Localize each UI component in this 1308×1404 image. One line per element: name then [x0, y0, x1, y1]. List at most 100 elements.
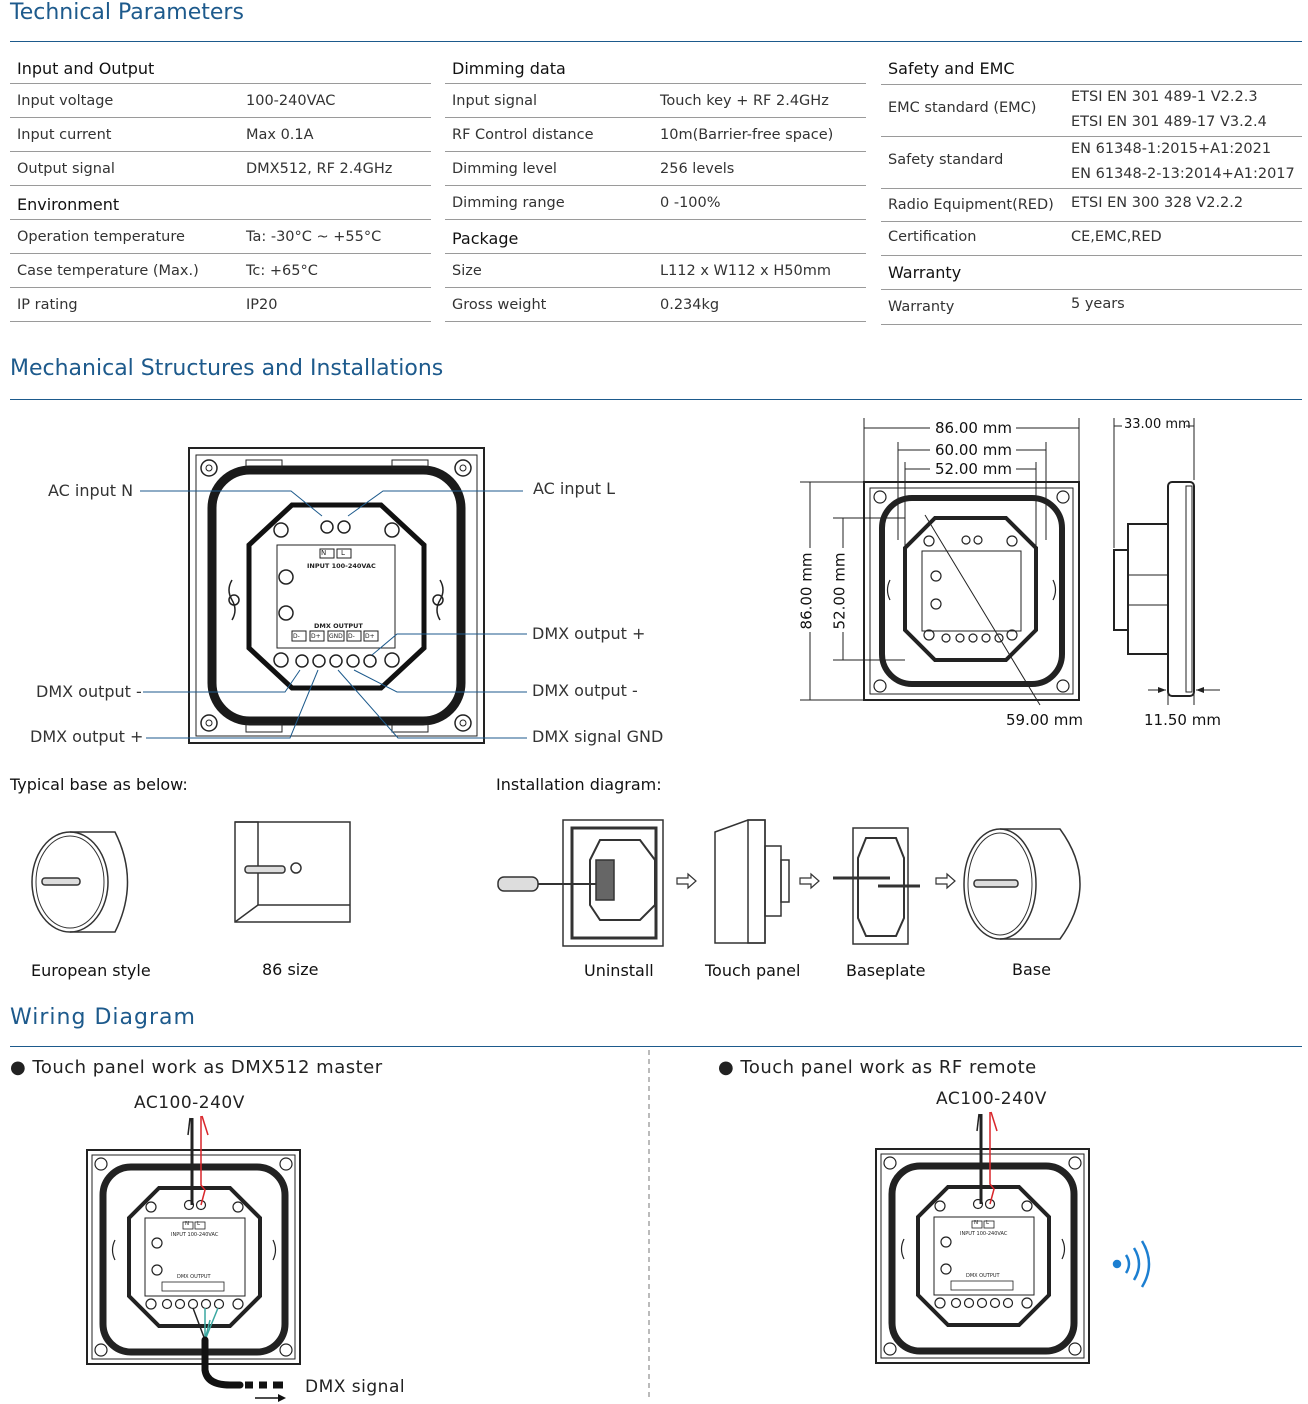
table-key: Input signal — [452, 93, 538, 109]
wiring-input-print: INPUT 100-240VAC — [960, 1231, 1008, 1237]
dmx-term-label: D- — [293, 633, 300, 640]
table-head-row: Input and Output — [10, 50, 431, 84]
table-row: Warranty 5 years — [881, 290, 1302, 325]
table-key: Radio Equipment(RED) — [888, 197, 1054, 213]
dmx-term-label: D+ — [365, 633, 375, 640]
table-head-label: Input and Output — [17, 59, 155, 78]
rf-signal-icon — [1112, 1240, 1151, 1288]
dimension-front-view — [863, 481, 1080, 701]
table-key: Case temperature (Max.) — [17, 263, 199, 279]
table-row: Certification CE,EMC,RED — [881, 222, 1302, 256]
table-key: Size — [452, 263, 482, 279]
table-key: Certification — [888, 229, 977, 245]
label-dmx-output-minus-left: DMX output - — [36, 682, 142, 701]
table-value: 10m(Barrier-free space) — [660, 127, 834, 143]
wiring-dmx-output-print: DMX OUTPUT — [966, 1273, 1000, 1279]
wiring-rf-title: ● Touch panel work as RF remote — [718, 1057, 1037, 1078]
dmx-term-label: D- — [348, 633, 355, 640]
install-diagram-caption: Installation diagram: — [496, 775, 662, 794]
dim-width-52: 52.00 mm — [935, 460, 1012, 478]
table-value: 0 -100% — [660, 195, 721, 211]
table-value: 100-240VAC — [246, 93, 336, 109]
table-key: EMC standard (EMC) — [888, 100, 1037, 116]
wiring-master-title: ● Touch panel work as DMX512 master — [10, 1057, 383, 1078]
table-value: Ta: -30°C ~ +55°C — [246, 229, 382, 245]
table-key: Safety standard — [888, 152, 1004, 168]
table-row: Gross weight 0.234kg — [445, 288, 866, 322]
table-key: Warranty — [888, 299, 955, 315]
dim-diagonal-59: 59.00 mm — [1006, 711, 1083, 729]
table-row: IP rating IP20 — [10, 288, 431, 322]
input-voltage-print: INPUT 100-240VAC — [307, 562, 376, 570]
table-head-row: Warranty — [881, 256, 1302, 290]
table-value: EN 61348-2-13:2014+A1:2017 — [1071, 166, 1295, 182]
wiring-terminal-n: N — [185, 1221, 190, 1227]
dmx-output-print: DMX OUTPUT — [314, 622, 363, 630]
table-head-label: Safety and EMC — [888, 59, 1015, 78]
table-safety-emc: Safety and EMC EMC standard (EMC) ETSI E… — [881, 50, 1302, 325]
table-value: EN 61348-1:2015+A1:2021 — [1071, 141, 1272, 157]
table-value: Max 0.1A — [246, 127, 314, 143]
table-key: Input voltage — [17, 93, 114, 109]
section-rule — [10, 399, 1302, 400]
base-drawing — [963, 828, 1081, 940]
base-caption: Base — [1012, 960, 1051, 979]
uninstall-drawing — [497, 819, 664, 947]
dmx-signal-label: DMX signal — [305, 1377, 406, 1397]
table-value: 256 levels — [660, 161, 735, 177]
table-value: L112 x W112 x H50mm — [660, 263, 831, 279]
terminal-n-label: N — [321, 549, 327, 557]
label-ac-input-n: AC input N — [48, 481, 134, 500]
uninstall-caption: Uninstall — [584, 961, 654, 980]
label-ac-input-l: AC input L — [533, 479, 616, 498]
dimension-lines — [800, 418, 1080, 706]
table-value: 5 years — [1071, 296, 1125, 312]
dimension-side-view — [1113, 481, 1195, 697]
wiring-terminal-l: L — [197, 1221, 201, 1227]
wiring-ac-label-1: AC100-240V — [134, 1093, 245, 1113]
table-value: IP20 — [246, 297, 278, 313]
dim-side-115: 11.50 mm — [1144, 711, 1221, 729]
table-key: Dimming range — [452, 195, 565, 211]
table-key: Output signal — [17, 161, 115, 177]
table-key: Input current — [17, 127, 112, 143]
table-key: Dimming level — [452, 161, 557, 177]
wiring-ac-label-2: AC100-240V — [936, 1089, 1047, 1109]
section-title-technical: Technical Parameters — [10, 0, 244, 25]
table-key: Gross weight — [452, 297, 547, 313]
table-row: Case temperature (Max.)Tc: +65°C — [10, 254, 431, 288]
table-row: Dimming range 0 -100% — [445, 186, 866, 220]
table-key: RF Control distance — [452, 127, 594, 143]
table-key: IP rating — [17, 297, 78, 313]
typical-base-caption: Typical base as below: — [10, 775, 188, 794]
table-head-row: Dimming data — [445, 50, 866, 84]
wiring-panel-rf — [875, 1148, 1090, 1364]
table-value: CE,EMC,RED — [1071, 229, 1162, 245]
table-value: ETSI EN 300 328 V2.2.2 — [1071, 195, 1244, 211]
table-head-row: Package — [445, 220, 866, 254]
table-head-label: Package — [452, 229, 519, 248]
table-row: RF Control distance 10m(Barrier-free spac… — [445, 118, 866, 152]
baseplate-caption: Baseplate — [846, 961, 926, 980]
table-head-label: Environment — [17, 195, 120, 214]
dim-side-33: 33.00 mm — [1124, 417, 1191, 432]
table-value: Touch key + RF 2.4GHz — [660, 93, 829, 109]
dimension-arrows — [1158, 687, 1204, 693]
baseplate-drawing — [833, 827, 920, 945]
front-panel-drawing — [188, 447, 485, 744]
table-value: 0.234kg — [660, 297, 720, 313]
table-head-label: Warranty — [888, 263, 962, 282]
touch-panel-drawing — [714, 819, 790, 944]
section-title-mechanical: Mechanical Structures and Installations — [10, 356, 444, 381]
european-base-drawing — [31, 831, 129, 933]
label-dmx-output-plus-right: DMX output + — [532, 624, 646, 643]
wiring-terminal-n: N — [974, 1220, 979, 1226]
table-head-row: Safety and EMC — [881, 50, 1302, 85]
dim-width-86: 86.00 mm — [935, 419, 1012, 437]
